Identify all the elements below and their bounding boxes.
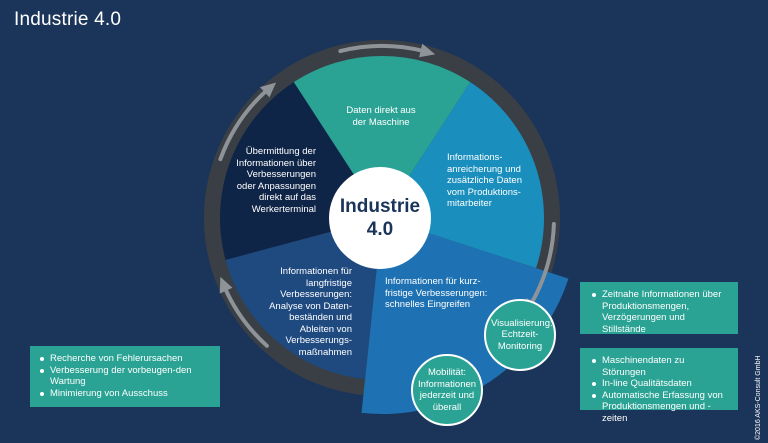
list-item: Zeitnahe Informationen über Produktionsm… (590, 289, 728, 335)
info-box-left: Recherche von Fehlerursachen Verbesserun… (30, 346, 220, 407)
segment-machine-data (293, 55, 471, 218)
copyright-note: ©2016 AKS-Consult GmbH (755, 355, 762, 440)
segment-label-enrichment: Informations-anreicherung und zusätzlich… (447, 152, 522, 209)
bubble-visualisierung-label: Visualisierung: Echtzeit-Monitoring (491, 317, 553, 352)
center-title: Industrie 4.0 (329, 167, 431, 269)
info-list-right-top: Zeitnahe Informationen über Produktionsm… (590, 289, 728, 335)
arrow-top-head (419, 43, 436, 58)
list-item: Automatische Erfassung von Produktionsme… (590, 390, 728, 425)
segment-label-shortterm: Informationen für kurz-fristige Verbesse… (385, 276, 488, 310)
info-list-right-bottom: Maschinendaten zu Störungen In-line Qual… (590, 355, 728, 424)
segment-label-machine-data: Daten direkt aus der Maschine (346, 105, 416, 128)
list-item: Verbesserung der vorbeugen-den Wartung (38, 365, 210, 388)
bubble-mobilitaet-label: Mobilität: Informationen jederzeit und ü… (417, 367, 477, 413)
segments (219, 55, 569, 414)
segment-label-longterm: Informationen für langfristige Verbesser… (269, 266, 352, 358)
page-title: Industrie 4.0 (14, 9, 122, 30)
arrow-left-upper-head (259, 82, 277, 98)
segment-longterm (225, 218, 382, 380)
segment-shortterm (361, 218, 569, 414)
arrow-left-lower-head (219, 276, 233, 294)
info-list-left: Recherche von Fehlerursachen Verbesserun… (38, 353, 210, 399)
list-item: Minimierung von Ausschuss (38, 388, 210, 400)
center-title-line2: 4.0 (366, 219, 394, 240)
info-box-right-top: Zeitnahe Informationen über Produktionsm… (580, 282, 738, 335)
bubble-mobilitaet: Mobilität: Informationen jederzeit und ü… (411, 354, 483, 426)
list-item: In-line Qualitätsdaten (590, 378, 728, 390)
arrow-left-lower-shaft (222, 285, 269, 348)
list-item: Maschinendaten zu Störungen (590, 355, 728, 378)
arrow-top-shaft (338, 44, 426, 54)
list-item: Recherche von Fehlerursachen (38, 353, 210, 365)
segment-label-terminal: Übermittlung der Informationen über Verb… (236, 146, 316, 215)
arrow-right-shaft (528, 222, 556, 306)
bubble-visualisierung: Visualisierung: Echtzeit-Monitoring (484, 299, 556, 371)
arrow-left-upper-shaft (218, 88, 269, 162)
info-box-right-bottom: Maschinendaten zu Störungen In-line Qual… (580, 348, 738, 424)
center-title-line1: Industrie (339, 196, 421, 217)
